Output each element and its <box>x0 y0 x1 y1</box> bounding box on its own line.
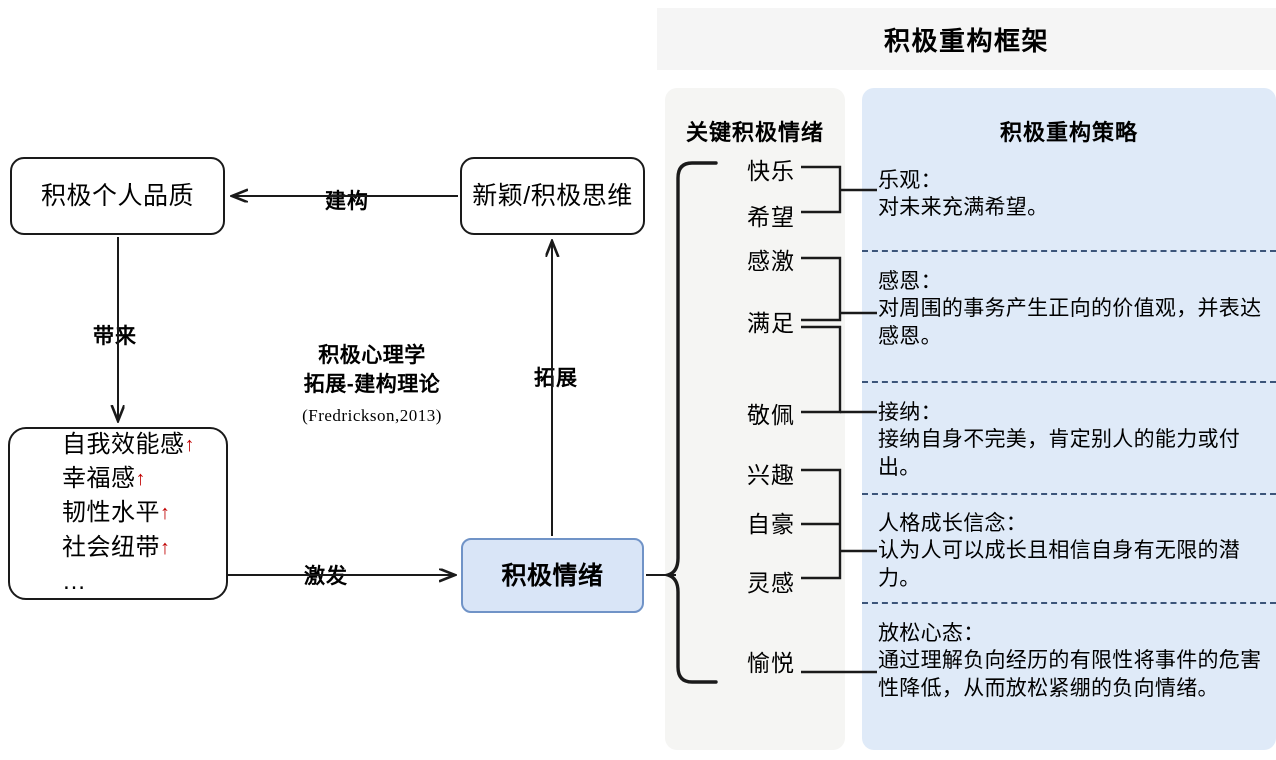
outcome-item-label: … <box>62 567 87 595</box>
emotion-label: 愉悦 <box>747 650 795 676</box>
up-arrow-icon: ↑ <box>135 468 146 491</box>
outcome-item: 自我效能感↑ <box>62 428 195 462</box>
up-arrow-icon: ↑ <box>160 502 171 525</box>
column-emotions-title: 关键积极情绪 <box>685 120 824 145</box>
edge-label-tuozhan: 拓展 <box>529 362 583 392</box>
outcome-item: 幸福感↑ <box>62 462 195 496</box>
outcome-item-label: 社会纽带 <box>62 533 160 561</box>
emotion-label: 感激 <box>747 248 795 274</box>
strategy-body: 接纳自身不完美，肯定别人的能力或付出。 <box>878 428 1241 479</box>
strategy-divider <box>862 602 1276 604</box>
up-arrow-icon: ↑ <box>160 536 171 559</box>
edge-label-dailai: 带来 <box>88 320 142 350</box>
strategy-body: 对未来充满希望。 <box>878 196 1049 220</box>
emotion-label: 满足 <box>747 310 795 336</box>
node-positive-emotion: 积极情绪 <box>461 538 644 613</box>
strategy-block: 放松心态： 通过理解负向经历的有限性将事件的危害性降低，从而放松紧绷的负向情绪。 <box>878 620 1270 702</box>
strategy-title: 放松心态： <box>878 622 985 645</box>
outcome-item: … <box>62 565 195 599</box>
strategy-title: 乐观： <box>878 169 942 192</box>
strategy-block: 接纳： 接纳自身不完美，肯定别人的能力或付出。 <box>878 399 1270 481</box>
outcome-item-label: 幸福感 <box>62 465 136 493</box>
theory-citation: (Fredrickson,2013) <box>302 405 442 425</box>
node-quality-label: 积极个人品质 <box>40 182 194 210</box>
column-strategies-title: 积极重构策略 <box>999 120 1138 145</box>
strategy-title: 人格成长信念： <box>878 512 1028 535</box>
emotion-label: 敬佩 <box>747 402 795 428</box>
strategy-block: 感恩： 对周围的事务产生正向的价值观，并表达感恩。 <box>878 268 1270 350</box>
emotion-label: 自豪 <box>747 511 795 537</box>
strategy-body: 通过理解负向经历的有限性将事件的危害性降低，从而放松紧绷的负向情绪。 <box>878 649 1262 700</box>
emotion-label: 希望 <box>747 204 795 230</box>
node-novel-positive-thinking: 新颖/积极思维 <box>460 157 645 235</box>
emotion-label: 灵感 <box>747 570 795 596</box>
up-arrow-icon: ↑ <box>184 434 195 457</box>
outcome-list: 自我效能感↑幸福感↑韧性水平↑社会纽带↑… <box>10 428 195 598</box>
column-reframing-strategies: 积极重构策略 <box>862 88 1276 750</box>
framework-header-title: 积极重构框架 <box>883 25 1049 56</box>
strategy-divider <box>862 493 1276 495</box>
strategy-divider <box>862 381 1276 383</box>
strategy-divider <box>862 250 1276 252</box>
outcome-item-label: 自我效能感 <box>62 431 185 459</box>
node-outcomes: 自我效能感↑幸福感↑韧性水平↑社会纽带↑… <box>8 427 228 600</box>
emotion-label: 快乐 <box>747 158 795 184</box>
outcome-item: 社会纽带↑ <box>62 531 195 565</box>
strategy-title: 感恩： <box>878 270 942 293</box>
theory-caption: 积极心理学 拓展-建构理论 (Fredrickson,2013) <box>252 342 492 427</box>
node-positive-personal-quality: 积极个人品质 <box>10 157 225 235</box>
strategy-body: 认为人可以成长且相信自身有无限的潜力。 <box>878 539 1241 590</box>
theory-caption-line2: 拓展-建构理论 <box>303 372 441 396</box>
strategy-block: 乐观： 对未来充满希望。 <box>878 167 1270 222</box>
outcome-item-label: 韧性水平 <box>62 499 160 527</box>
theory-caption-line1: 积极心理学 <box>318 344 426 367</box>
strategy-block: 人格成长信念： 认为人可以成长且相信自身有无限的潜力。 <box>878 510 1270 592</box>
framework-header: 积极重构框架 <box>657 8 1276 70</box>
outcome-item: 韧性水平↑ <box>62 496 195 530</box>
strategy-title: 接纳： <box>878 401 942 424</box>
node-thinking-label: 新颖/积极思维 <box>472 182 633 210</box>
strategy-body: 对周围的事务产生正向的价值观，并表达感恩。 <box>878 297 1262 348</box>
node-emotion-label: 积极情绪 <box>501 561 604 590</box>
emotion-label: 兴趣 <box>747 462 795 488</box>
